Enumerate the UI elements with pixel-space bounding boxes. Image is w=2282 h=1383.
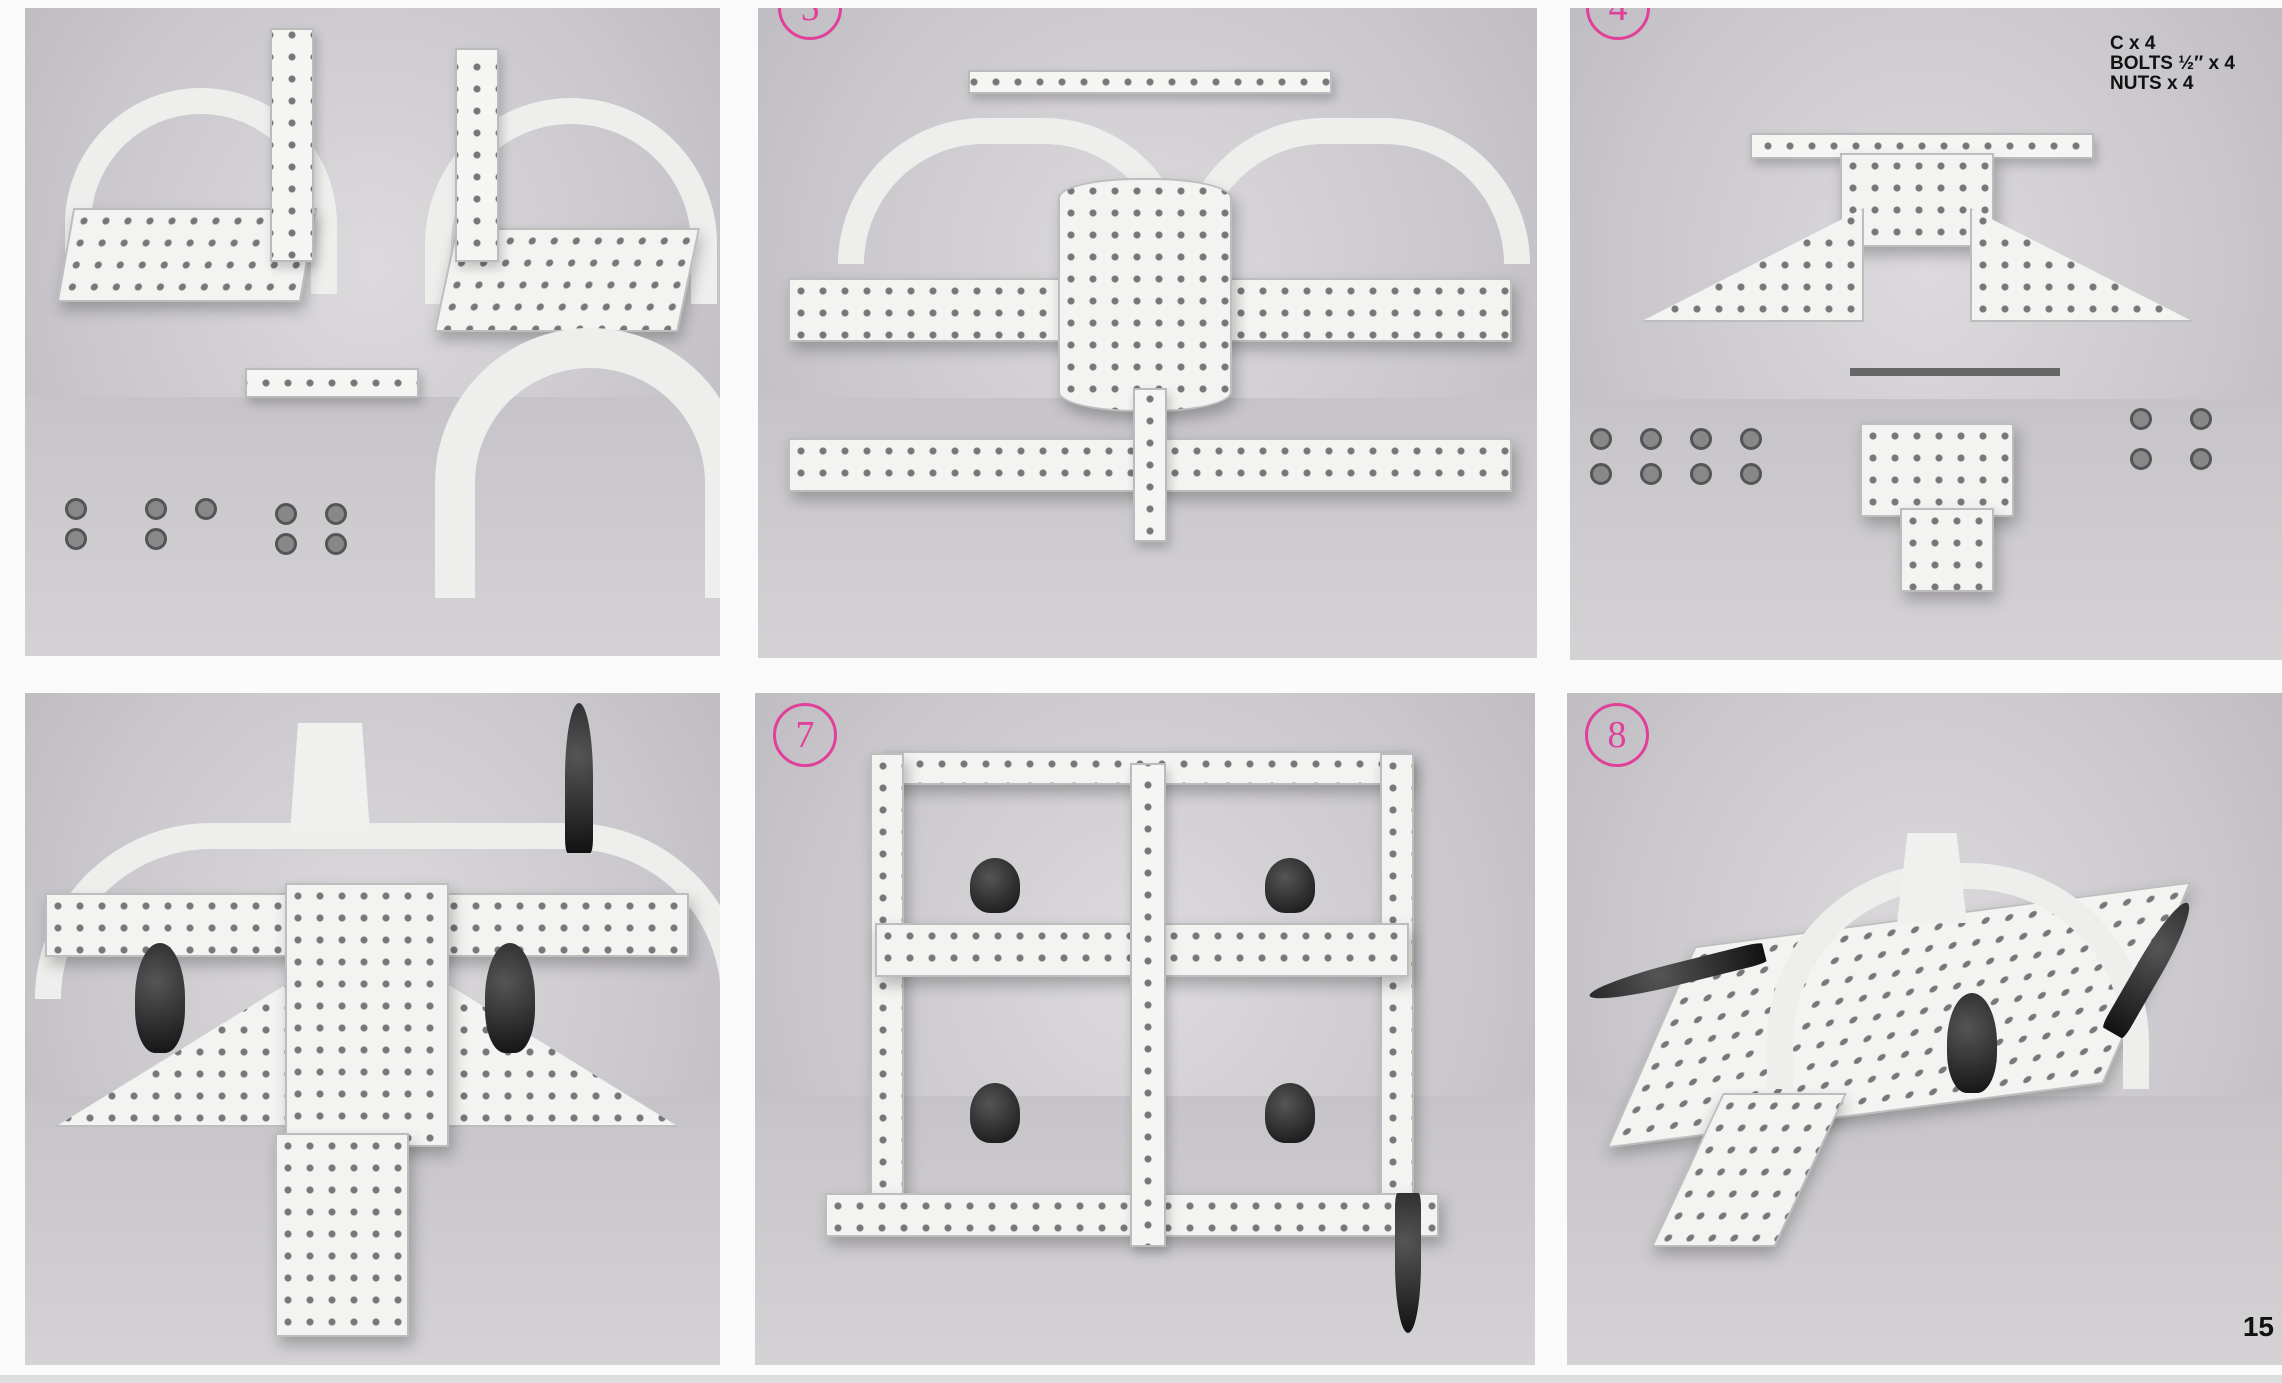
nut (65, 498, 87, 520)
page-bottom-edge (0, 1375, 2282, 1383)
frame-right (1380, 753, 1414, 1217)
axle-rod (1850, 368, 2060, 376)
nut (1740, 463, 1762, 485)
parts-list: C x 4 BOLTS ½″ x 4 NUTS x 4 (2110, 34, 2235, 94)
nut (1690, 463, 1712, 485)
rocket-engine (135, 943, 185, 1053)
nut (1740, 428, 1762, 450)
rocket-engine (970, 1083, 1020, 1143)
triangular-plate-right (1970, 208, 2194, 322)
bolt (2190, 408, 2212, 430)
nut (1590, 463, 1612, 485)
flanged-plate (1860, 423, 2014, 517)
top-strip (1750, 133, 2094, 159)
nut (1690, 428, 1712, 450)
upright-strip (455, 48, 499, 262)
bolt (195, 498, 217, 520)
triangular-plate-left (1640, 208, 1864, 322)
bolt (145, 528, 167, 550)
nut (325, 503, 347, 525)
front-plate (275, 1133, 409, 1337)
page-number: 15 (2242, 1311, 2274, 1342)
upright-strip (270, 28, 314, 262)
photo-step-4: 4 C x 4 BOLTS ½″ x 4 NUTS x 4 (1570, 8, 2282, 660)
step-number-circle: 4 (1586, 8, 1650, 40)
nut (325, 533, 347, 555)
nut (65, 528, 87, 550)
nut (275, 503, 297, 525)
nut (1640, 463, 1662, 485)
missile (1395, 1193, 1421, 1333)
rocket-engine (485, 943, 535, 1053)
parts-line: C x 4 (2110, 33, 2156, 54)
missile (565, 703, 593, 853)
step-number-circle: 7 (773, 703, 837, 767)
nose-cone (1897, 833, 1967, 923)
photo-step-7: 7 (755, 693, 1535, 1365)
photo-step-8: 8 15 (1567, 693, 2282, 1365)
step-number-circle: 8 (1585, 703, 1649, 767)
top-strip (968, 70, 1332, 94)
frame-left (870, 753, 904, 1217)
center-strip (1130, 763, 1166, 1247)
bolt (2130, 408, 2152, 430)
nut (275, 533, 297, 555)
bolt (2130, 448, 2152, 470)
center-plate (285, 883, 449, 1147)
parts-line: NUTS x 4 (2110, 73, 2194, 94)
step-number-circle: 5 (778, 8, 842, 40)
bolt (2190, 448, 2212, 470)
bracket (245, 368, 419, 398)
nut (1590, 428, 1612, 450)
curved-plate (435, 328, 720, 598)
nut (1640, 428, 1662, 450)
photo-step-2 (25, 8, 720, 656)
rocket-engine (1265, 858, 1315, 913)
center-cylinder (1058, 178, 1232, 412)
flat-plate (1840, 153, 1994, 247)
rocket-engine (970, 858, 1020, 913)
rocket-engine (1947, 993, 1997, 1093)
photo-step-5: 5 (758, 8, 1537, 658)
flat-plate (1900, 508, 1994, 592)
rocket-engine (1265, 1083, 1315, 1143)
center-strip (1133, 388, 1167, 542)
photo-step-6 (25, 693, 720, 1365)
bolt (145, 498, 167, 520)
parts-line: BOLTS ½″ x 4 (2110, 53, 2235, 74)
nose-cone (290, 723, 370, 833)
